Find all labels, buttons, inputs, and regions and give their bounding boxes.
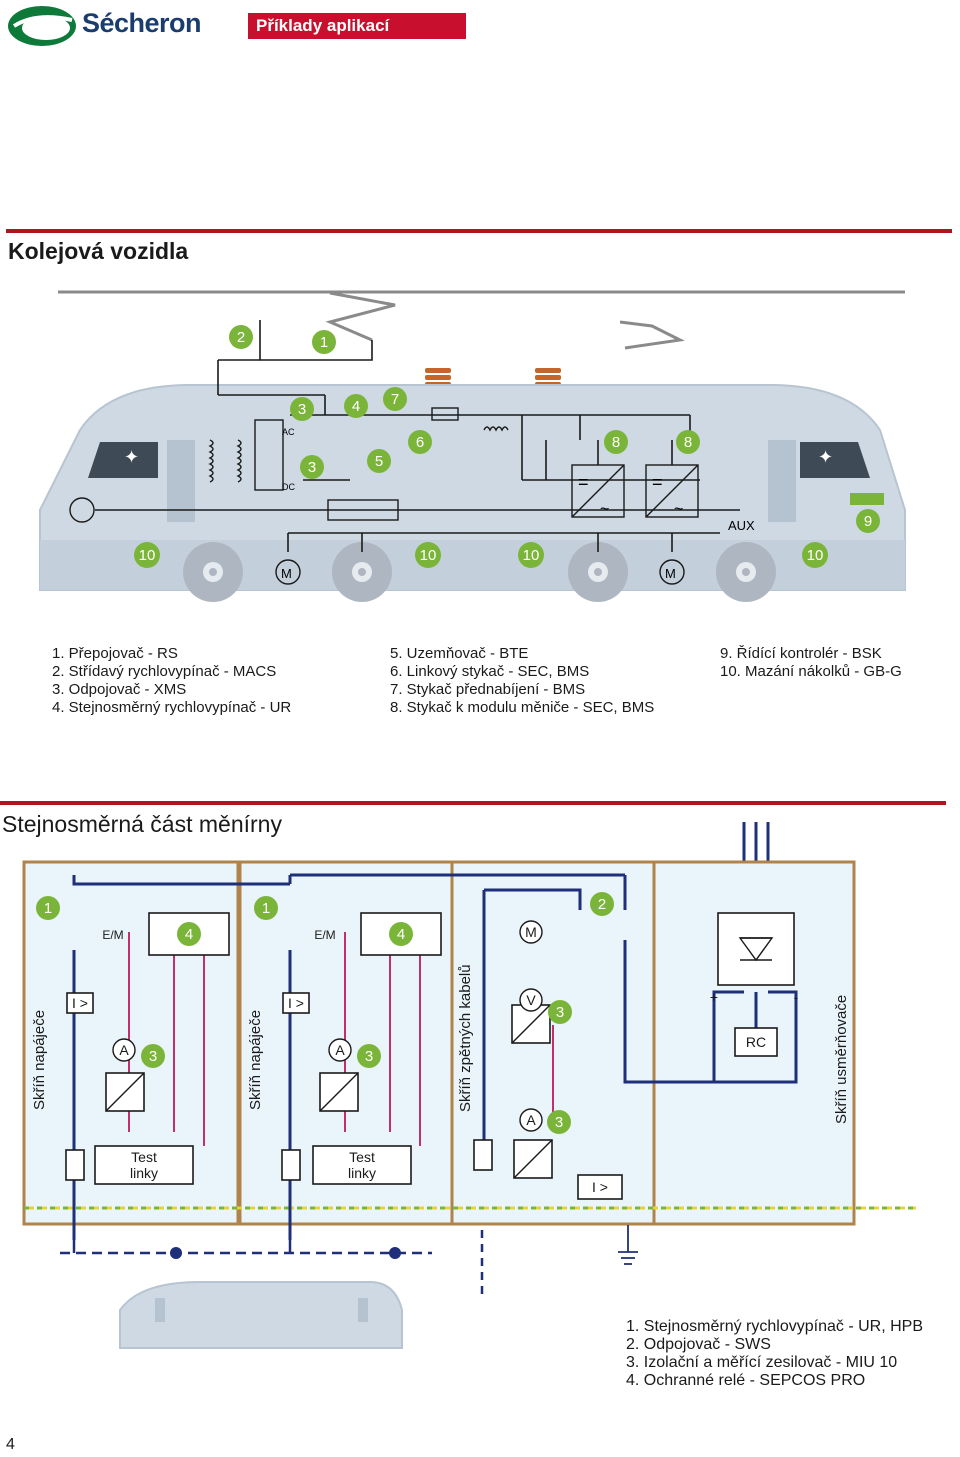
marker-9: 9 (864, 513, 872, 530)
rc-label: RC (746, 1034, 766, 1050)
ac-label: AC (282, 427, 295, 437)
marker-2: 2 (237, 329, 245, 346)
section-tag: Příklady aplikací (248, 13, 466, 39)
legend-col-1: 1. Přepojovač - RS 2. Střídavý rychlovyp… (52, 645, 291, 717)
legend-item: 2. Odpojovač - SWS (626, 1336, 771, 1353)
overcurrent-label-1: I > (72, 995, 88, 1011)
legend-item: 5. Uzemňovač - BTE (390, 645, 529, 662)
em-label-2: E/M (314, 928, 335, 942)
linky-label-1: linky (130, 1165, 158, 1181)
secheron-logo (8, 6, 76, 46)
substation-diagram: E/M E/M I > I > I > A A A V M RC + - Tes… (22, 822, 916, 1349)
minus-label: - (794, 989, 799, 1005)
substation-legend: 1. Stejnosměrný rychlovypínač - UR, HPB … (626, 1318, 923, 1390)
marker-7: 7 (391, 391, 399, 408)
marker-10a: 10 (139, 547, 156, 564)
marker-1b: 1 (262, 900, 270, 917)
section-rule-2 (0, 801, 946, 805)
linky-label-2: linky (348, 1165, 376, 1181)
brand-name: Sécheron (82, 8, 202, 38)
em-label-1: E/M (102, 928, 123, 942)
legend-item: 7. Stykač přednabíjení - BMS (390, 681, 586, 698)
test-label-2: Test (349, 1149, 375, 1165)
dc-symbol-2: = (652, 472, 663, 492)
legend-item: 1. Stejnosměrný rychlovypínač - UR, HPB (626, 1318, 923, 1335)
motor-drive-label: M (525, 924, 537, 940)
locomotive-diagram: ✦ ✦ (39, 290, 906, 602)
marker-10c: 10 (523, 547, 540, 564)
overcurrent-label-2: I > (288, 995, 304, 1011)
marker-5: 5 (375, 453, 383, 470)
marker-3d: 3 (555, 1114, 563, 1131)
overcurrent-label-3: I > (592, 1179, 608, 1195)
marker-8a: 8 (612, 434, 620, 451)
marker-3a: 3 (149, 1048, 157, 1065)
motor-label-1: M (281, 566, 292, 581)
section-rule (6, 229, 952, 233)
marker-3a: 3 (298, 401, 306, 418)
legend-item: 10. Mazání nákolků - GB-G (720, 663, 902, 680)
legend-item: 8. Stykač k modulu měniče - SEC, BMS (390, 699, 655, 716)
section-title-vehicles: Kolejová vozidla (8, 238, 189, 264)
marker-3b: 3 (308, 459, 316, 476)
legend-col-2: 5. Uzemňovač - BTE 6. Linkový stykač - S… (390, 645, 654, 717)
legend-col-3: 9. Řídící kontrolér - BSK 10. Mazání nák… (720, 645, 902, 681)
marker-1: 1 (320, 334, 328, 351)
test-label-1: Test (131, 1149, 157, 1165)
legend-item: 4. Ochranné relé - SEPCOS PRO (626, 1372, 866, 1389)
marker-1a: 1 (44, 900, 52, 917)
dc-label: DC (282, 482, 295, 492)
rectifier-cabinet-label: Skříň usměrňovače (833, 995, 850, 1124)
legend-item: 1. Přepojovač - RS (52, 645, 178, 662)
svg-text:✦: ✦ (818, 447, 833, 467)
section-title-substation: Stejnosměrná část měnírny (2, 811, 282, 837)
return-cabinet-label: Skříň zpětných kabelů (457, 964, 474, 1112)
ac-symbol-2: ~ (674, 501, 683, 518)
marker-3b: 3 (365, 1048, 373, 1065)
ammeter-label-3: A (526, 1112, 536, 1128)
legend-item: 2. Střídavý rychlovypínač - MACS (52, 663, 277, 680)
marker-4b: 4 (397, 926, 405, 943)
voltmeter-label: V (526, 992, 536, 1008)
ammeter-label-1: A (119, 1042, 129, 1058)
legend-item: 3. Izolační a měřící zesilovač - MIU 10 (626, 1354, 898, 1371)
marker-4: 4 (352, 398, 360, 415)
ammeter-label-2: A (335, 1042, 345, 1058)
legend-item: 6. Linkový stykač - SEC, BMS (390, 663, 590, 680)
dc-symbol-1: = (578, 472, 589, 492)
aux-label: AUX (728, 518, 755, 533)
svg-text:✦: ✦ (124, 447, 139, 467)
feeder-cabinet-label-1: Skříň napáječe (31, 1010, 48, 1110)
marker-10b: 10 (420, 547, 437, 564)
page-number: 4 (6, 1436, 15, 1453)
motor-label-2: M (665, 566, 676, 581)
ac-symbol-1: ~ (600, 501, 609, 518)
legend-item: 3. Odpojovač - XMS (52, 681, 187, 698)
marker-3c: 3 (556, 1004, 564, 1021)
marker-10d: 10 (807, 547, 824, 564)
marker-4a: 4 (185, 926, 193, 943)
marker-8b: 8 (684, 434, 692, 451)
relay-box-left (148, 912, 230, 956)
legend-item: 4. Stejnosměrný rychlovypínač - UR (52, 699, 292, 716)
feeder-cabinet-label-2: Skříň napáječe (247, 1010, 264, 1110)
marker-2: 2 (598, 896, 606, 913)
plus-label: + (710, 989, 718, 1005)
marker-6: 6 (416, 434, 424, 451)
legend-item: 9. Řídící kontrolér - BSK (720, 645, 882, 662)
